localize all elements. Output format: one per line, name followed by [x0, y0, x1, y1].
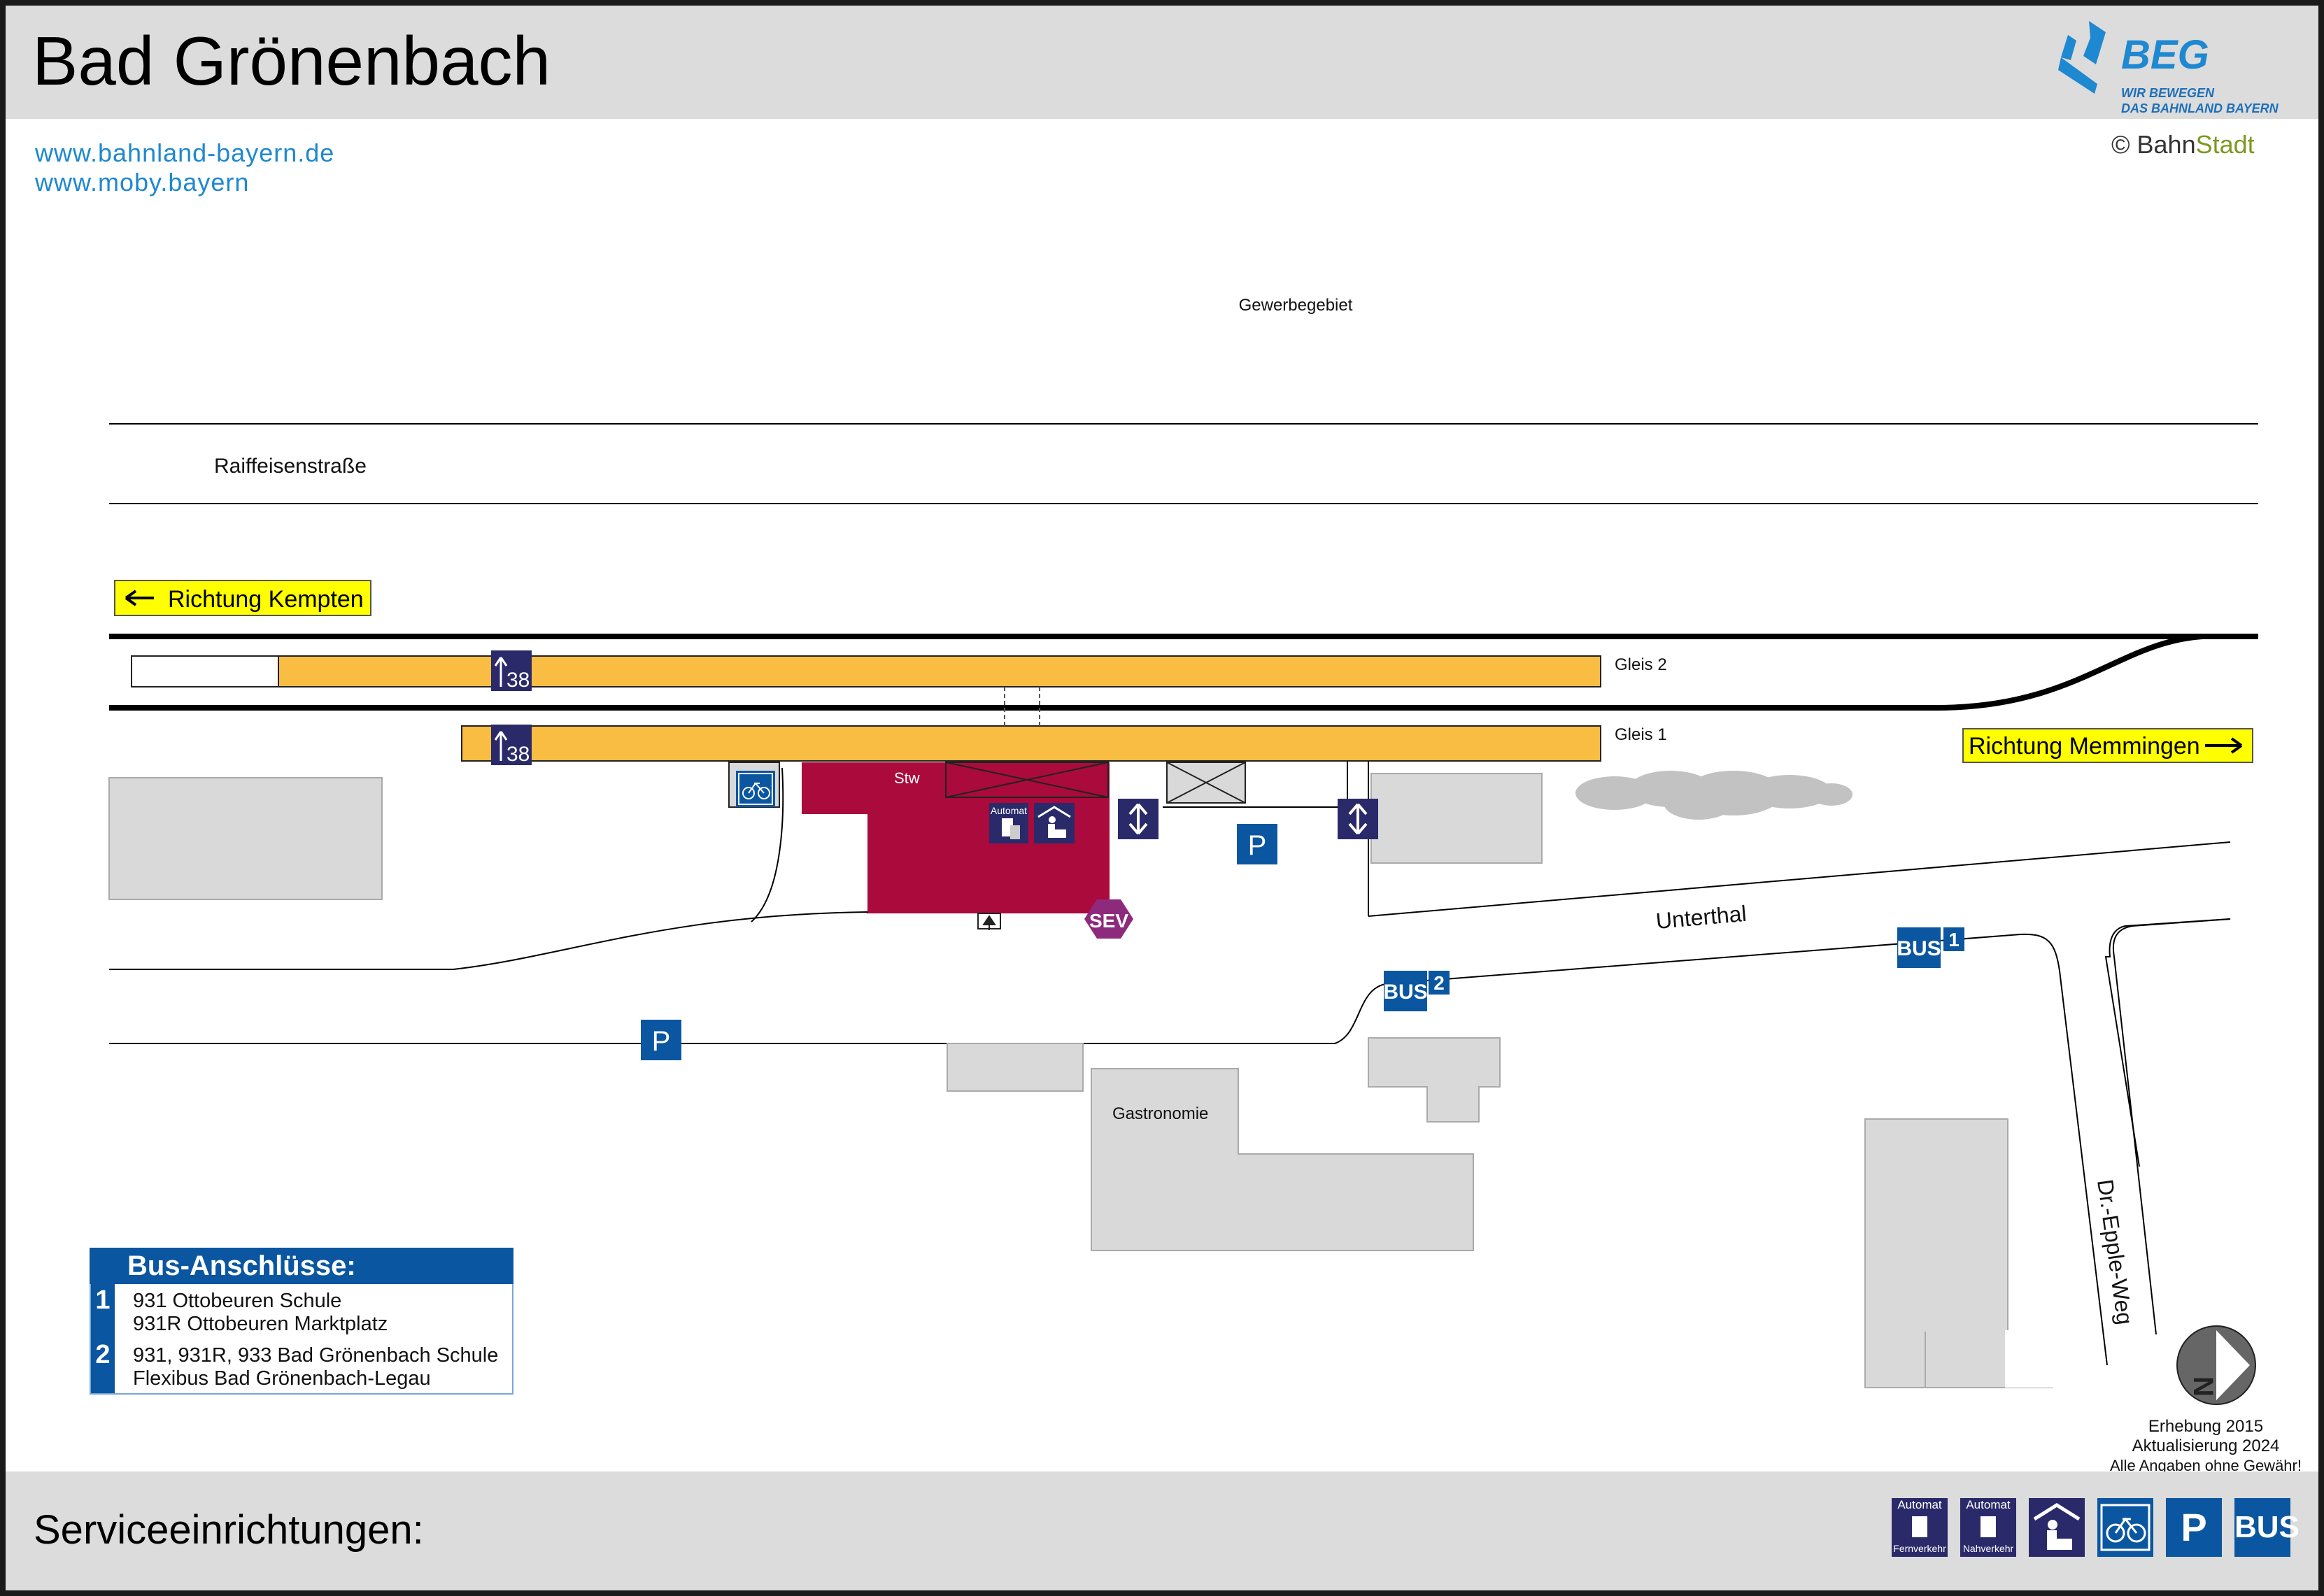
building-west: [108, 777, 383, 900]
platform-height-icon-gleis-1: 38: [491, 725, 532, 766]
compass-north-icon: N: [2176, 1325, 2256, 1405]
svg-text:Richtung Kempten: Richtung Kempten: [168, 586, 364, 613]
canopy-station: [945, 762, 1109, 798]
building-gastronomie: [1091, 1068, 1474, 1251]
link-moby[interactable]: www.moby.bayern: [35, 168, 250, 197]
svg-text:38: 38: [506, 743, 530, 766]
svg-text:P: P: [652, 1026, 671, 1057]
legend-row-1: 1 931 Ottobeuren Schule 931R Ottobeuren …: [91, 1284, 512, 1339]
road-station-access: [109, 911, 868, 970]
platform-height-icon-gleis-2: 38: [491, 650, 532, 692]
legend-lines: 931, 931R, 933 Bad Grönenbach Schule Fle…: [133, 1344, 499, 1390]
copyright-bahnstadt: © BahnStadt: [2111, 130, 2255, 159]
svg-text:BUS: BUS: [1897, 937, 1941, 960]
legend-body: 1 931 Ottobeuren Schule 931R Ottobeuren …: [90, 1284, 513, 1395]
road-unterthal-top: [1368, 841, 2231, 917]
road-epple-weg-edge: [2112, 918, 2231, 1335]
stairs-access-icon-2: [1338, 799, 1378, 839]
label-stw: Stw: [894, 769, 920, 787]
building-south-small: [947, 1043, 1084, 1092]
beg-logo-text: BEG: [2121, 32, 2209, 78]
legend-stop-number: 2: [91, 1339, 115, 1393]
bike-parking-icon: [2097, 1498, 2153, 1557]
svg-text:SEV: SEV: [1089, 910, 1128, 932]
track-gleis-1: [109, 634, 2258, 711]
link-bahnland[interactable]: www.bahnland-bayern.de: [35, 138, 335, 167]
svg-text:BUS: BUS: [1383, 981, 1427, 1004]
waiting-shelter-icon: [2029, 1498, 2085, 1557]
svg-text:2: 2: [1433, 972, 1445, 994]
legend-stop-number: 1: [91, 1284, 115, 1339]
svg-text:Richtung Memmingen: Richtung Memmingen: [1969, 733, 2200, 760]
svg-text:N: N: [2188, 1376, 2218, 1397]
ticket-machine-icon: Automat: [989, 803, 1028, 843]
legend-title: Bus-Anschlüsse:: [90, 1248, 513, 1284]
building-east: [1370, 773, 1543, 864]
bus-connections-legend: Bus-Anschlüsse: 1 931 Ottobeuren Schule …: [90, 1248, 513, 1395]
parking-icon-road: P: [641, 1020, 681, 1060]
services-label: Serviceeinrichtungen:: [34, 1507, 424, 1553]
stairs-access-icon-1: [1118, 799, 1159, 839]
footer-bar: Serviceeinrichtungen: Automat Fernverkeh…: [6, 1472, 2318, 1590]
svg-text:38: 38: [506, 669, 530, 692]
label-gastronomie: Gastronomie: [1112, 1104, 1208, 1123]
entrance-icon: [977, 913, 1001, 930]
direction-sign-memmingen: Richtung Memmingen: [1962, 728, 2253, 763]
direction-sign-kempten: Richtung Kempten: [114, 580, 371, 616]
station-building: [802, 762, 1110, 913]
building-far-east: [1864, 1118, 2053, 1388]
vegetation: [1575, 771, 1852, 820]
platform-gleis-2-unused: [131, 655, 279, 687]
automat-fernverkehr-icon: Automat Fernverkehr: [1892, 1498, 1948, 1557]
bike-parking-icon: [736, 771, 775, 807]
header-bar: Bad Grönenbach BEG WIR BEWEGEN DAS BAHNL…: [6, 6, 2318, 119]
svg-text:P: P: [1248, 830, 1267, 861]
sev-icon: SEV: [1084, 899, 1133, 939]
automat-nahverkehr-icon: Automat Nahverkehr: [1960, 1498, 2016, 1557]
label-unterthal: Unterthal: [1655, 901, 1747, 934]
beg-logo-mark: [2058, 21, 2106, 94]
bus-icon: BUS: [2234, 1498, 2300, 1557]
shelter-east: [1166, 762, 1246, 804]
legend-lines: 931 Ottobeuren Schule 931R Ottobeuren Ma…: [133, 1290, 388, 1335]
label-gleis-1: Gleis 1: [1615, 725, 1667, 744]
svg-text:1: 1: [1948, 929, 1960, 950]
label-raiffeisenstrasse: Raiffeisenstraße: [214, 455, 367, 478]
parking-icon-station: P: [1237, 824, 1277, 864]
label-gewerbegebiet: Gewerbegebiet: [1239, 296, 1353, 315]
beg-logo: BEG WIR BEWEGEN DAS BAHNLAND BAYERN: [2055, 13, 2293, 117]
page-title: Bad Grönenbach: [32, 22, 551, 99]
station-map: Gewerbegebiet Raiffeisenstraße Richtung …: [108, 296, 2258, 1405]
website-links: www.bahnland-bayern.de www.moby.bayern: [35, 138, 334, 197]
platform-gleis-2: [278, 655, 1601, 687]
label-gleis-2: Gleis 2: [1615, 655, 1667, 674]
parking-icon: P: [2166, 1498, 2222, 1557]
bus-stop-1-icon: BUS 1: [1897, 927, 1964, 968]
svg-text:Automat: Automat: [991, 805, 1027, 816]
bus-stop-2-icon: BUS 2: [1383, 971, 1450, 1011]
survey-notes: Erhebung 2015 Aktualisierung 2024 Alle A…: [2110, 1417, 2302, 1474]
legend-row-2: 2 931, 931R, 933 Bad Grönenbach Schule F…: [91, 1339, 512, 1393]
building-south-east: [1368, 1037, 1501, 1123]
footpath-bike: [751, 767, 784, 922]
platform-gleis-1: [461, 725, 1601, 762]
beg-logo-slogan: WIR BEWEGEN DAS BAHNLAND BAYERN: [2121, 86, 2279, 115]
waiting-room-icon: [1034, 803, 1075, 843]
